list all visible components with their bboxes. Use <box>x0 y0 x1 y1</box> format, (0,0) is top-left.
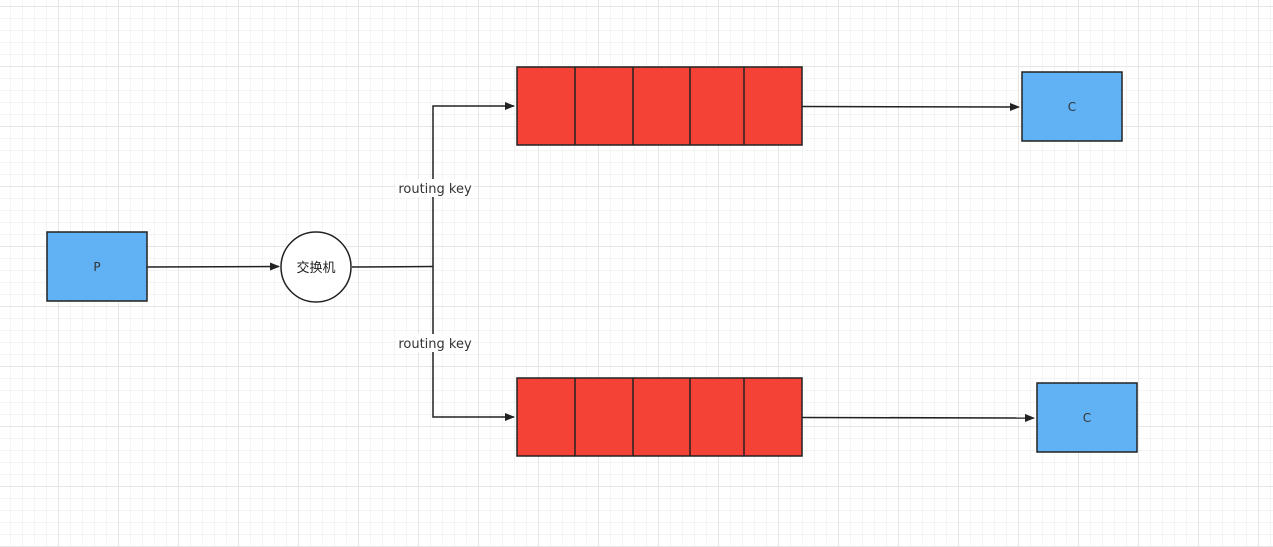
edge-junction-to-queue-top <box>432 102 515 267</box>
edge-labels: routing key routing key <box>396 179 474 352</box>
exchange-node[interactable]: 交换机 <box>280 231 352 303</box>
queue-bottom[interactable] <box>516 377 803 457</box>
edge-queue-top-to-consumer-top <box>801 102 1020 111</box>
exchange-label: 交换机 <box>296 260 335 276</box>
producer-node[interactable]: P <box>46 231 148 302</box>
consumer-label-top: C <box>1068 100 1076 114</box>
routing-key-label-bottom: routing key <box>398 337 472 352</box>
edge-producer-to-exchange <box>146 262 280 271</box>
consumer-node-bottom[interactable]: C <box>1036 382 1138 453</box>
producer-label: P <box>93 260 100 274</box>
consumer-label-bottom: C <box>1083 411 1091 425</box>
consumer-node-top[interactable]: C <box>1021 71 1123 142</box>
edge-junction-to-queue-bottom <box>432 266 515 421</box>
edge-exchange-to-junction <box>351 265 434 268</box>
routing-key-label-top: routing key <box>398 182 472 197</box>
label-bg-bottom <box>396 334 474 352</box>
label-bg-top <box>396 179 474 197</box>
edge-queue-bottom-to-consumer-bottom <box>801 413 1035 422</box>
edges <box>146 102 1035 422</box>
queue-top[interactable] <box>516 66 803 146</box>
